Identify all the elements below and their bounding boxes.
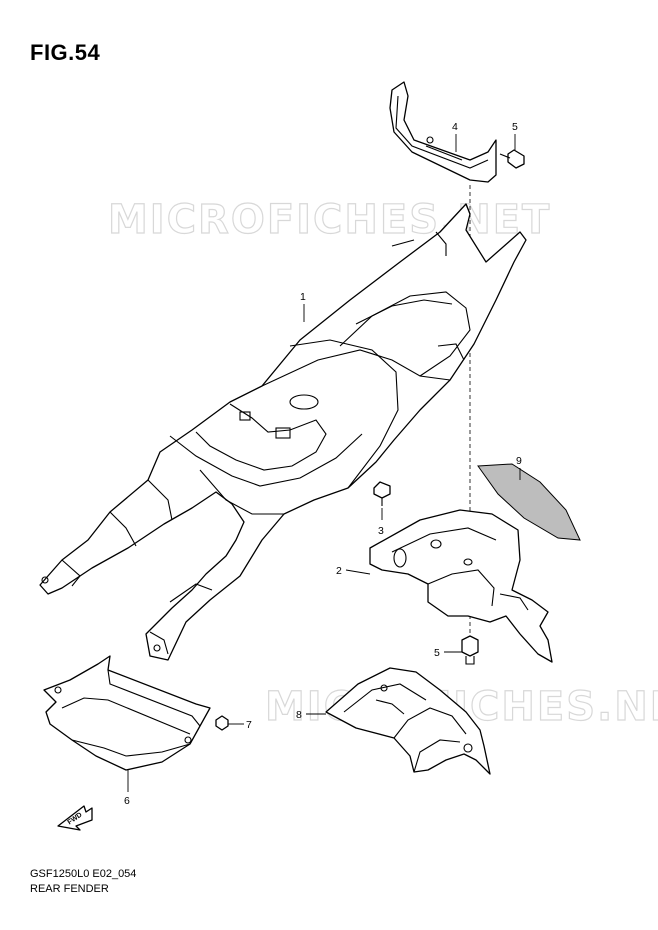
callout-4: 4 [452,121,458,133]
figure-caption: REAR FENDER [30,883,109,895]
figure-code: GSF1250L0 E02_054 [30,868,137,880]
callout-3: 3 [378,525,384,537]
leader-2 [345,569,371,575]
part-6-undertray[interactable] [43,655,211,771]
callout-6: 6 [124,795,130,807]
callout-5-top: 5 [512,121,518,133]
fwd-arrow-icon: FWD [57,805,93,831]
part-5-bolt-bottom[interactable] [461,635,479,665]
part-1-rear-fender[interactable] [39,203,527,661]
watermark-top: MICROFICHES.NET [108,197,551,243]
part-3-bolt[interactable] [373,481,391,506]
figure-title: FIG.54 [30,40,101,65]
callout-9: 9 [516,455,522,467]
part-8-plate-bracket[interactable] [325,667,491,775]
part-5-bolt-top[interactable] [499,149,525,169]
part-4-bracket[interactable] [389,81,497,183]
callout-5-bottom: 5 [434,647,440,659]
callout-2: 2 [336,565,342,577]
callout-7: 7 [246,719,252,731]
part-2-mudguard[interactable] [369,509,553,663]
part-7-screw[interactable] [215,715,229,731]
callout-8: 8 [296,709,302,721]
part-9-pad[interactable] [477,463,581,541]
callout-1: 1 [300,291,306,303]
